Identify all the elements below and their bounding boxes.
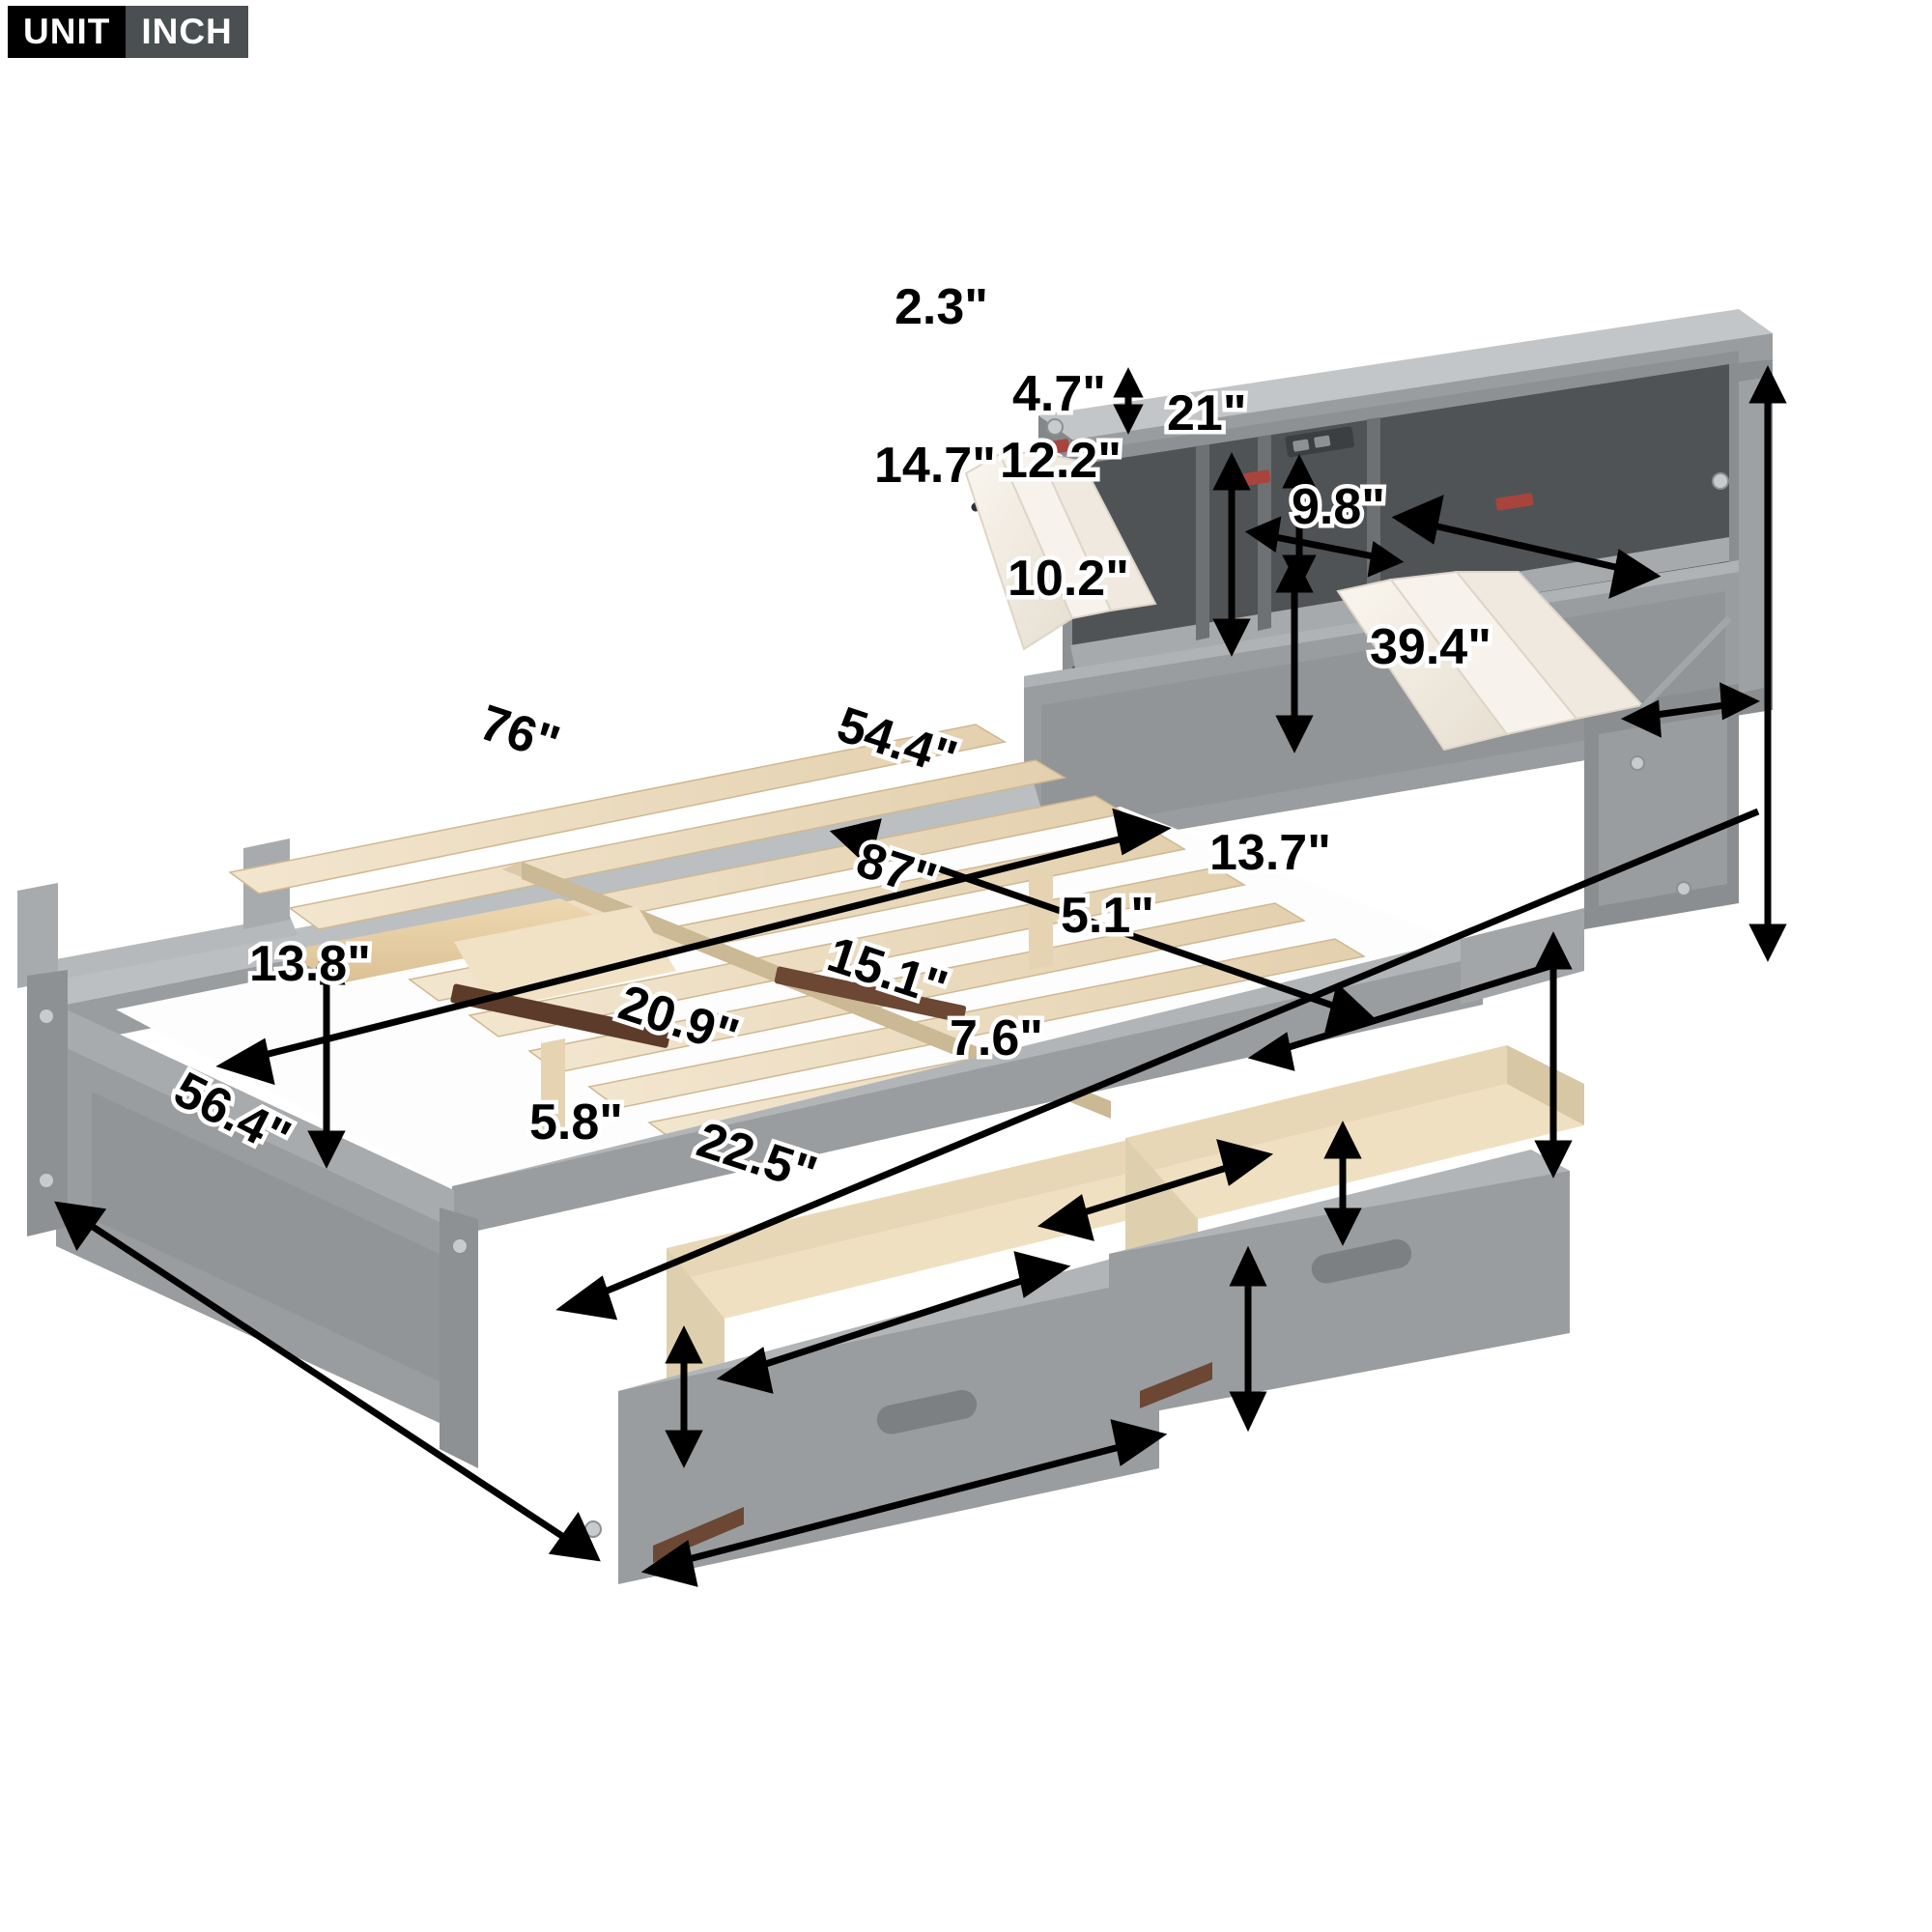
screw [38, 1008, 55, 1025]
headboard-divider-1 [1196, 444, 1209, 640]
drawer-left-interior-bottom [667, 1174, 1188, 1319]
leader-20-9 [740, 1269, 1047, 1376]
drawer-slide-rail [774, 966, 967, 1023]
support-leg [541, 1038, 565, 1140]
foot-end-panel-inset [92, 1092, 440, 1381]
drawer-left-handle [876, 1389, 978, 1435]
drawer-box-top-left [282, 898, 618, 983]
headboard-top-cap [1038, 309, 1773, 440]
screw [451, 1237, 469, 1255]
unit-badge-key: UNIT [8, 6, 127, 58]
unit-badge: UNIT INCH [8, 6, 248, 58]
headboard-assembly [964, 309, 1773, 929]
slat [587, 938, 1367, 1109]
screw [1046, 418, 1064, 436]
dimension-label-headboard-cubby-width: 12.2" [996, 429, 1126, 494]
dimension-label-drawer-interior-height: 5.8" [526, 1091, 628, 1155]
drawer-box-panel-left [454, 906, 676, 1009]
dimension-label-deck-height: 13.7" [1206, 821, 1336, 886]
footboard-upright-left [17, 883, 58, 988]
dimension-label-headboard-top-thickness: 2.3" [891, 275, 993, 340]
leader-87 [578, 808, 1760, 1306]
foot-corner-post-right [440, 1208, 478, 1468]
bed-frame [17, 724, 1584, 1538]
screw [1712, 472, 1729, 490]
foot-corner-post [27, 970, 68, 1236]
dimension-label-frame-side-height: 13.8" [245, 932, 376, 997]
unit-badge-value: INCH [126, 6, 248, 58]
screw [38, 1172, 55, 1189]
headboard-cubby-cavity-upper [1072, 364, 1729, 649]
dimension-label-headboard-lower-cubby: 10.2" [1004, 547, 1134, 611]
headboard-right-post-inset [1739, 378, 1764, 694]
leader-13-7-h [1268, 962, 1552, 1057]
drawer-right-handle [1311, 1238, 1412, 1284]
leader-22-5 [666, 1437, 1143, 1569]
hinge-right [1495, 493, 1534, 511]
dimension-label-drawer-front-height: 7.6" [946, 1007, 1048, 1071]
drawer-slide-rail [450, 983, 671, 1048]
slat [228, 724, 1008, 895]
footboard-top-rail [19, 916, 298, 985]
leader-21 [1415, 518, 1637, 576]
dimension-label-headboard-shelf-gap: 4.7" [1009, 362, 1111, 427]
leader-76 [241, 829, 1147, 1065]
support-leg [1029, 866, 1053, 970]
slat [288, 759, 1067, 930]
drawer-left-interior-back [667, 1140, 1128, 1283]
leader-54-4 [850, 835, 1354, 1016]
screw [1676, 881, 1691, 896]
leader-12-2 [1264, 531, 1384, 562]
dimension-label-total-height: 39.4" [1366, 615, 1496, 680]
drawer-right-slide [1140, 1362, 1212, 1408]
dimension-label-drawer-clearance: 5.1" [1057, 884, 1159, 949]
near-side-rail-face [452, 956, 1483, 1236]
dimension-lines [54, 365, 1787, 1587]
leader-56-4 [73, 1212, 582, 1550]
leader-15-1 [1061, 1157, 1250, 1223]
drawer-right-front-face [1109, 1171, 1570, 1420]
dimension-label-headboard-cubby-height: 14.7" [870, 434, 1001, 498]
dimension-label-headboard-side-depth: 9.8" [1288, 475, 1390, 540]
door-support-rail [1639, 615, 1732, 711]
dimension-label-headboard-large-cubby-width: 21" [1163, 382, 1251, 446]
screw [1630, 755, 1645, 771]
